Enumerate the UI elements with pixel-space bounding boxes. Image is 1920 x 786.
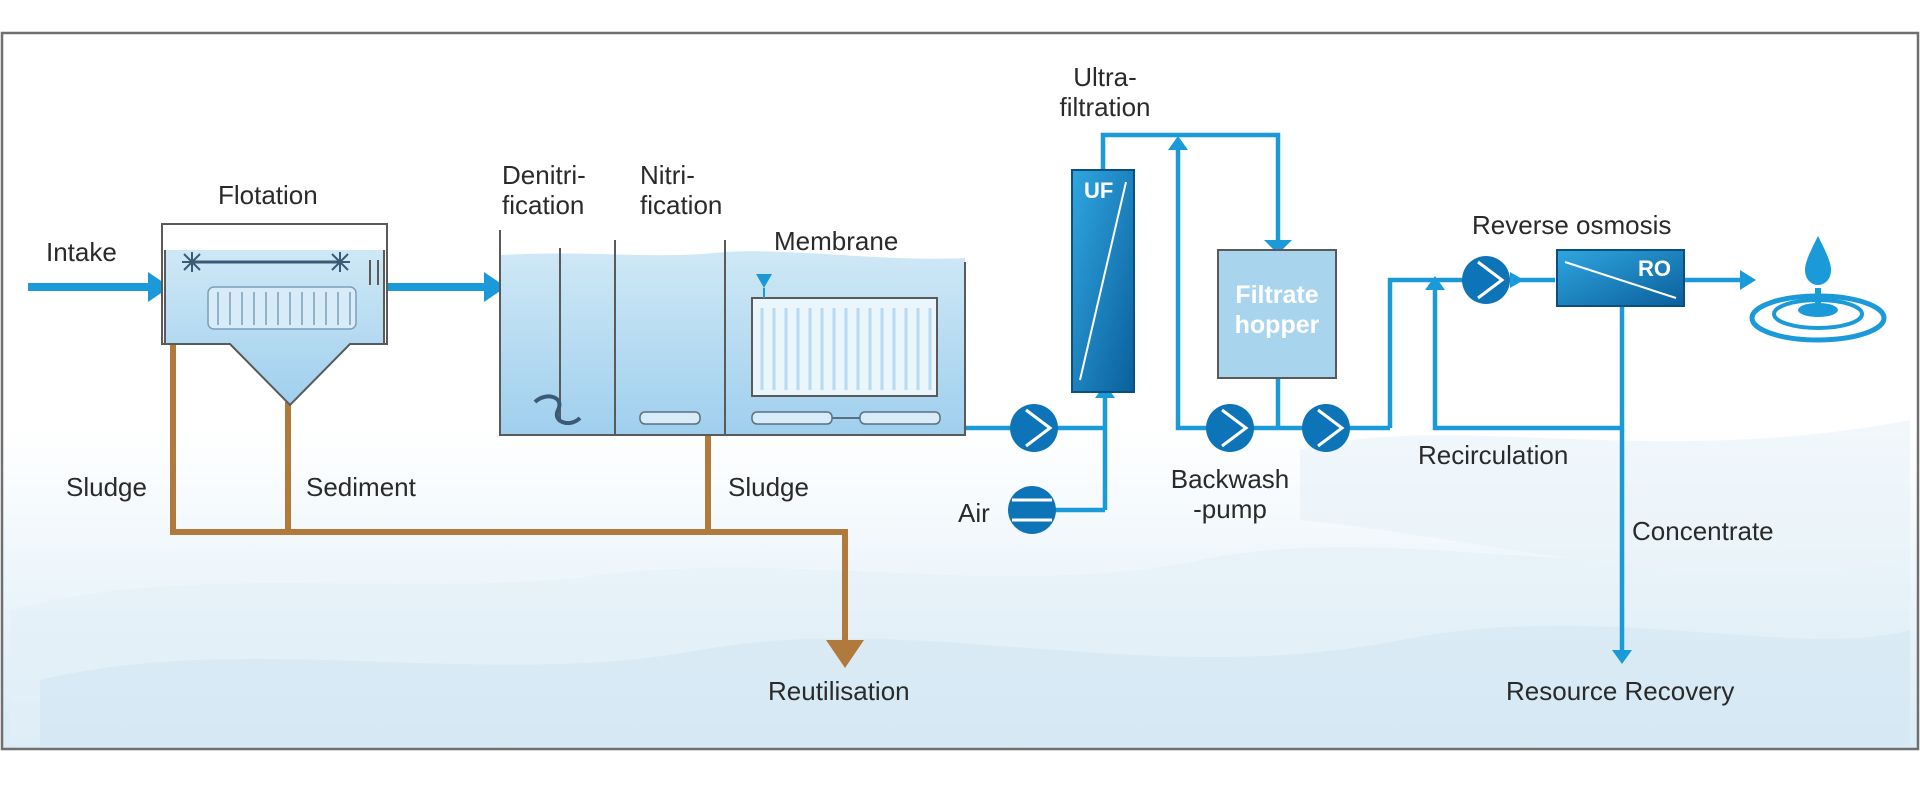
uf-module	[1071, 169, 1135, 393]
scraper-icon	[182, 252, 350, 272]
blower-icon	[1008, 486, 1056, 534]
reverse-osmosis-label: Reverse osmosis	[1472, 210, 1672, 240]
pump-icon	[1462, 256, 1510, 304]
resource-recovery-label: Resource Recovery	[1506, 676, 1735, 706]
reutilisation-label: Reutilisation	[768, 676, 910, 706]
ultrafiltration-label: Ultra- filtration	[1059, 62, 1151, 122]
aerator-icon	[639, 411, 701, 425]
denitrification-label: Denitri- fication	[502, 160, 586, 220]
flotation-label: Flotation	[218, 180, 318, 210]
recirculation-label: Recirculation	[1418, 440, 1569, 470]
ro-module	[1556, 249, 1685, 307]
water-drop-icon	[1749, 236, 1887, 343]
water-pipes	[28, 132, 1740, 650]
backwash-pump-label: Backwash -pump	[1170, 464, 1290, 524]
filtrate-hopper-label: Filtrate hopper	[1234, 281, 1320, 339]
concentrate-label: Concentrate	[1632, 516, 1774, 546]
ro-tag: RO	[1638, 256, 1671, 281]
sludge-lines	[170, 343, 848, 640]
filtrate-hopper	[1217, 249, 1337, 379]
mixer-icon	[533, 394, 582, 426]
sludge-left-label: Sludge	[66, 472, 147, 502]
water-splash-background	[10, 420, 1910, 745]
flotation-unit	[161, 223, 388, 407]
sediment-label: Sediment	[306, 472, 416, 502]
nitrification-label: Nitri- fication	[640, 160, 723, 220]
sludge-middle-label: Sludge	[728, 472, 809, 502]
pump-icon	[1206, 404, 1254, 452]
reutilisation-arrow	[826, 640, 864, 668]
intake-label: Intake	[46, 237, 117, 267]
membrane-label: Membrane	[774, 226, 899, 256]
uf-tag: UF	[1084, 178, 1114, 203]
bioreactor-tanks	[499, 230, 966, 436]
air-label: Air	[958, 498, 990, 528]
pump-icon	[1010, 404, 1058, 452]
pump-icon	[1302, 404, 1350, 452]
